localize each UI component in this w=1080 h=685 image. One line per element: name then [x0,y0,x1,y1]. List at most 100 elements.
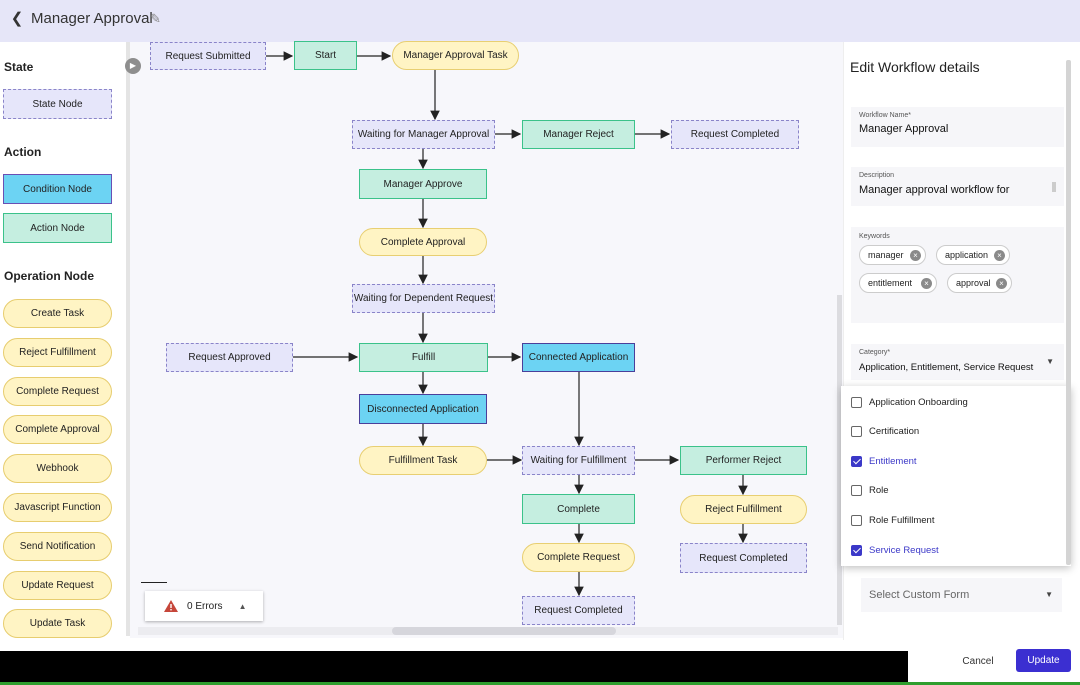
keyword-chip[interactable]: manager × [859,245,926,265]
category-option-certification[interactable]: Certification [851,422,919,440]
action-heading: Action [4,145,42,159]
palette-op-webhook[interactable]: Webhook [3,454,112,483]
footer-bar [0,651,908,682]
workflow-name-field[interactable]: Workflow Name* Manager Approval [851,107,1064,147]
keyword-chip-label: manager [868,250,904,260]
warning-icon [164,600,178,612]
state-heading: State [4,60,34,74]
node-performer-reject[interactable]: Performer Reject [680,446,807,475]
checkbox-checked[interactable] [851,544,862,556]
node-request-completed-3[interactable]: Request Completed [522,596,635,625]
category-label: Category* [859,349,891,356]
palette-condition-node[interactable]: Condition Node [3,174,112,204]
chip-remove-icon[interactable]: × [994,250,1005,261]
custom-form-select[interactable]: Select Custom Form ▼ [861,578,1062,612]
node-palette: State State Node Action Condition Node A… [0,42,126,638]
checkbox[interactable] [851,396,862,408]
workflow-name-value: Manager Approval [859,123,949,135]
node-connected-application[interactable]: Connected Application [522,343,635,372]
keyword-chip[interactable]: approval × [947,273,1012,293]
node-waiting-manager-approval[interactable]: Waiting for Manager Approval [352,120,495,149]
node-manager-approve[interactable]: Manager Approve [359,169,487,199]
collapse-palette-icon[interactable]: ▶ [125,58,141,74]
node-fulfill[interactable]: Fulfill [359,343,488,372]
checkbox[interactable] [851,425,862,437]
description-scrollbar[interactable] [1052,182,1056,192]
node-complete[interactable]: Complete [522,494,635,524]
category-dropdown-menu: Application Onboarding Certification Ent… [841,386,1071,566]
node-fulfillment-task[interactable]: Fulfillment Task [359,446,487,475]
cancel-button[interactable]: Cancel [962,655,994,667]
workflow-name-label: Workflow Name* [859,112,911,119]
keywords-field[interactable]: Keywords manager× application× entitleme… [851,227,1064,323]
chip-remove-icon[interactable]: × [996,278,1007,289]
category-value: Application, Entitlement, Service Reques… [859,362,1034,373]
description-label: Description [859,172,895,179]
description-value: Manager approval workflow for [859,184,1010,196]
category-option-entitlement[interactable]: Entitlement [851,452,917,470]
palette-scrollbar[interactable] [126,42,130,636]
chevron-down-icon[interactable]: ▼ [1046,357,1054,366]
option-label: Role Fulfillment [869,514,935,526]
node-complete-approval[interactable]: Complete Approval [359,228,487,256]
custom-form-placeholder: Select Custom Form [869,589,970,601]
option-label: Certification [869,425,920,437]
category-option-service-request[interactable]: Service Request [851,541,939,559]
keyword-chip-label: approval [956,278,991,288]
palette-op-update-task[interactable]: Update Task [3,609,112,638]
chevron-down-icon[interactable]: ▼ [1045,590,1053,599]
keyword-chip[interactable]: entitlement × [859,273,937,293]
category-option-role-fulfillment[interactable]: Role Fulfillment [851,511,934,529]
canvas-vertical-scrollbar[interactable] [837,295,842,625]
node-start[interactable]: Start [294,41,357,70]
palette-op-reject-fulfillment[interactable]: Reject Fulfillment [3,338,112,367]
palette-op-complete-approval[interactable]: Complete Approval [3,415,112,444]
update-button[interactable]: Update [1016,649,1071,672]
canvas-horizontal-scroll-thumb[interactable] [392,627,616,635]
checkbox[interactable] [851,514,862,526]
header-bar: ❮ Manager Approval ✎ [0,0,1080,42]
caret-up-icon[interactable]: ▲ [238,601,247,611]
panel-title: Edit Workflow details [850,59,980,75]
chip-remove-icon[interactable]: × [921,278,932,289]
node-waiting-fulfillment[interactable]: Waiting for Fulfillment [522,446,635,475]
palette-op-javascript-function[interactable]: Javascript Function [3,493,112,522]
keyword-chip-label: application [945,250,989,260]
pencil-edit-icon[interactable]: ✎ [150,11,161,26]
node-request-approved[interactable]: Request Approved [166,343,293,372]
operation-heading: Operation Node [4,269,95,283]
node-disconnected-application[interactable]: Disconnected Application [359,394,487,424]
node-waiting-dependent-request[interactable]: Waiting for Dependent Request [352,284,495,313]
checkbox-checked[interactable] [851,455,862,467]
footer-accent-line [0,682,1080,685]
node-reject-fulfillment[interactable]: Reject Fulfillment [680,495,807,524]
divider-line [141,582,167,583]
node-request-submitted[interactable]: Request Submitted [150,42,266,70]
palette-op-update-request[interactable]: Update Request [3,571,112,600]
panel-scrollbar[interactable] [1066,60,1071,565]
keyword-chip[interactable]: application × [936,245,1010,265]
node-request-completed-2[interactable]: Request Completed [680,543,807,573]
checkbox[interactable] [851,484,862,496]
palette-action-node[interactable]: Action Node [3,213,112,243]
back-arrow-icon[interactable]: ❮ [10,10,24,27]
description-field[interactable]: Description Manager approval workflow fo… [851,167,1064,206]
category-option-application-onboarding[interactable]: Application Onboarding [851,393,968,411]
palette-op-create-task[interactable]: Create Task [3,299,112,328]
node-manager-reject[interactable]: Manager Reject [522,120,635,149]
node-complete-request[interactable]: Complete Request [522,543,635,572]
keyword-chip-label: entitlement [868,278,913,288]
errors-indicator[interactable]: 0 Errors ▲ [145,591,263,621]
node-manager-approval-task[interactable]: Manager Approval Task [392,41,519,70]
category-select[interactable]: Category* Application, Entitlement, Serv… [851,344,1064,380]
option-label: Entitlement [869,455,917,467]
option-label: Application Onboarding [869,396,968,408]
palette-op-complete-request[interactable]: Complete Request [3,377,112,406]
page-title: Manager Approval [31,10,153,27]
chip-remove-icon[interactable]: × [910,250,921,261]
palette-state-node[interactable]: State Node [3,89,112,119]
node-request-completed-1[interactable]: Request Completed [671,120,799,149]
category-option-role[interactable]: Role [851,481,889,499]
palette-op-send-notification[interactable]: Send Notification [3,532,112,561]
errors-label: 0 Errors [187,600,223,612]
